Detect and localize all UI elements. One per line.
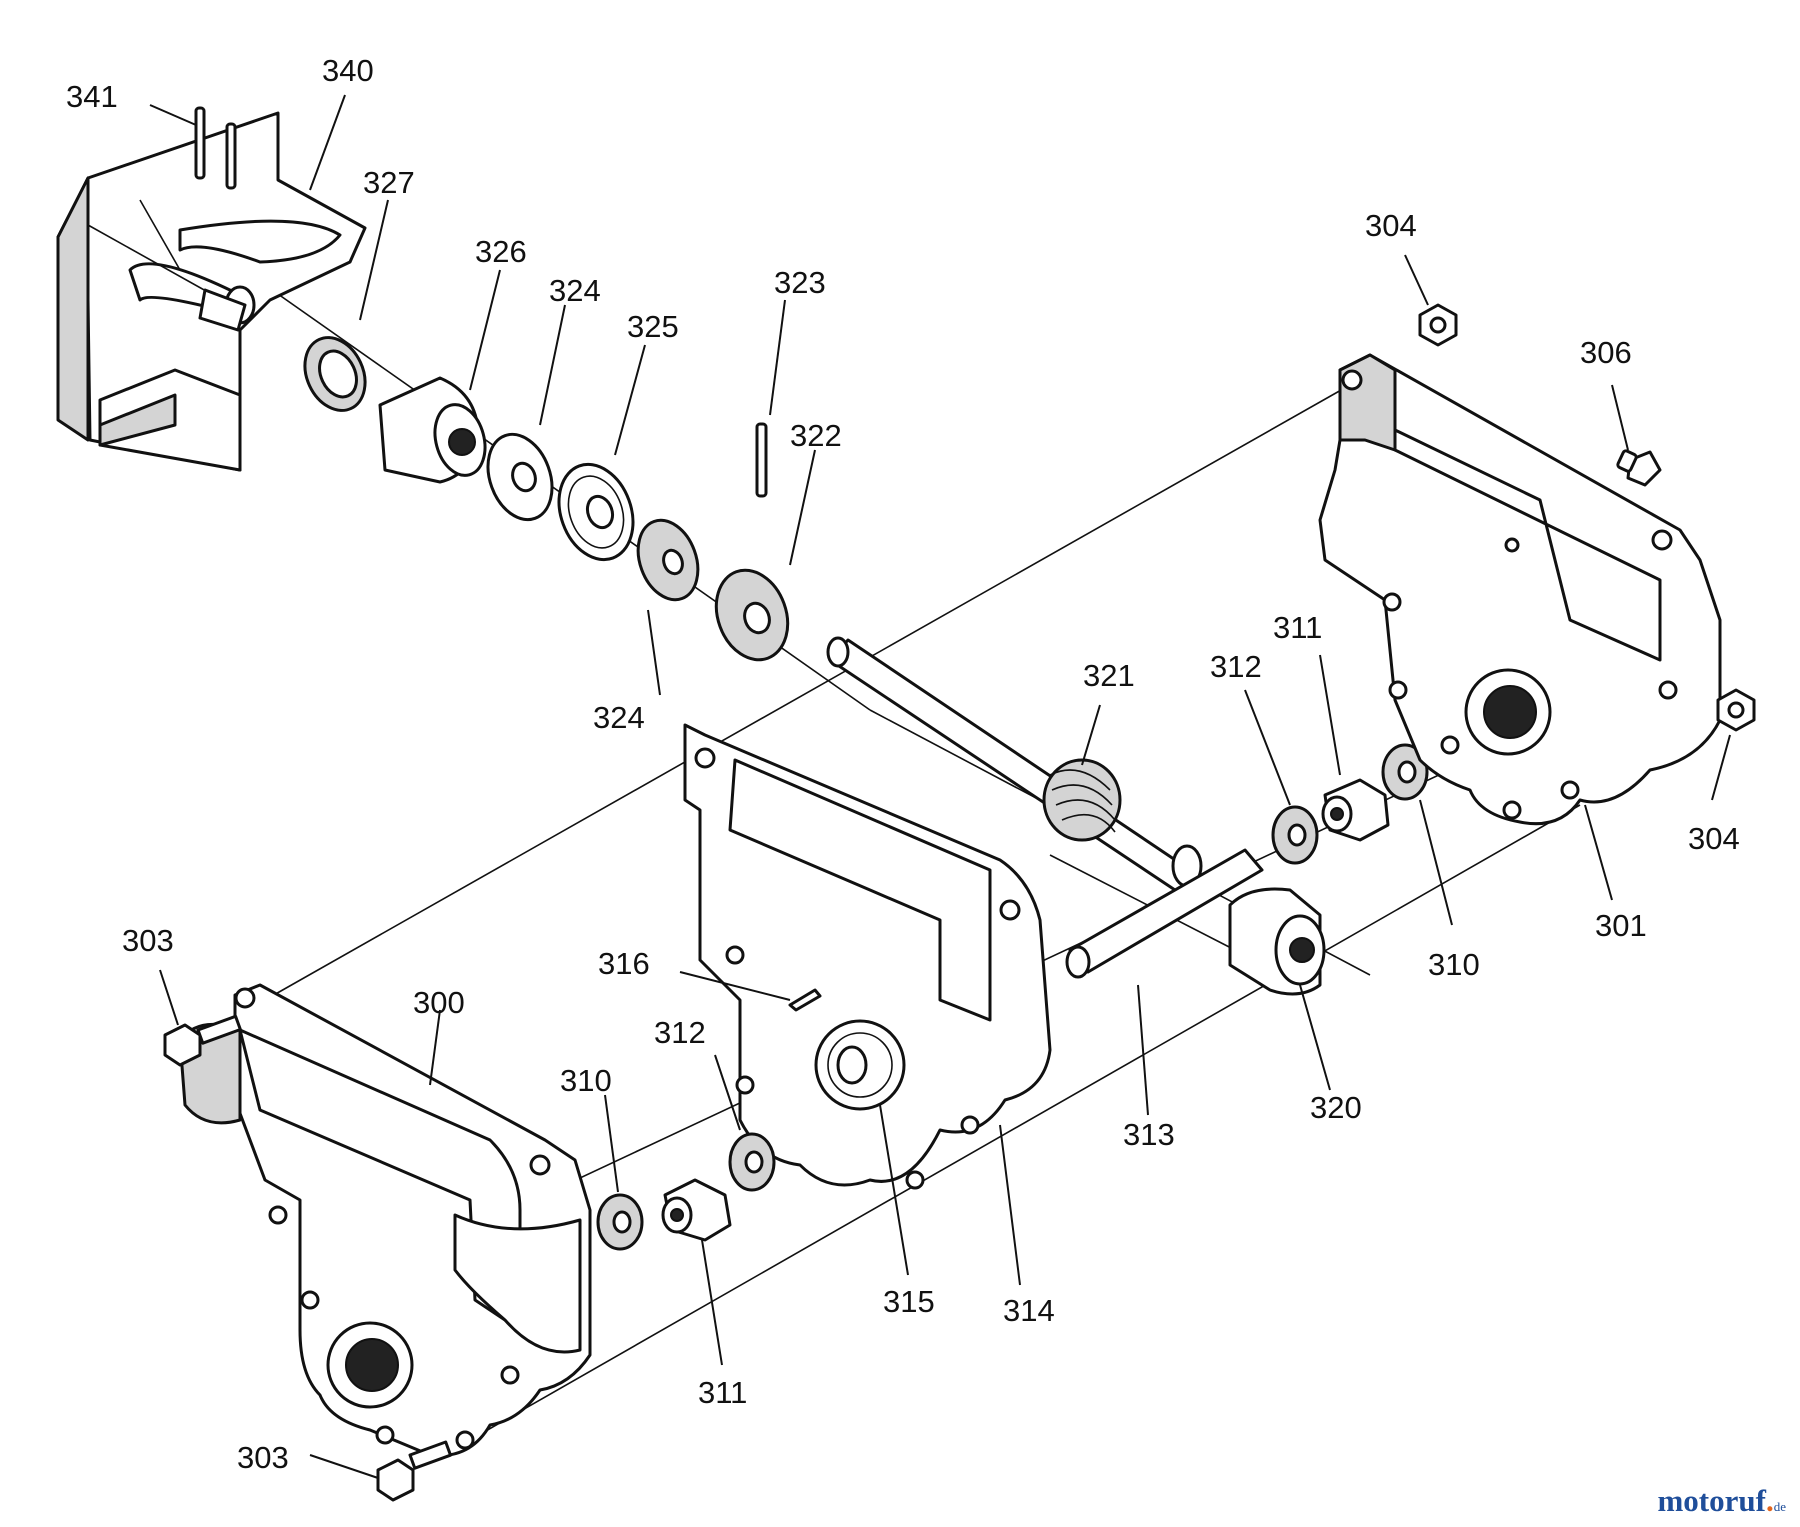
part-300-left-housing <box>178 983 592 1458</box>
callout-322: 322 <box>790 418 842 453</box>
callout-304-top: 304 <box>1365 208 1417 243</box>
callout-340: 340 <box>322 53 374 88</box>
part-323-pin <box>755 422 768 498</box>
part-303-bolt-bottom <box>376 1440 452 1502</box>
callout-300: 300 <box>413 985 465 1020</box>
callout-312-left: 312 <box>654 1015 706 1050</box>
callout-316: 316 <box>598 946 650 981</box>
part-301-right-housing <box>1318 353 1722 826</box>
part-326-bearing <box>378 376 487 484</box>
part-303-bolt-top <box>163 1014 242 1067</box>
part-316-key <box>788 988 822 1012</box>
part-322-collar <box>714 568 790 662</box>
part-321-worm-shaft <box>826 636 1207 902</box>
part-310-washer-right <box>1381 743 1429 801</box>
callout-314: 314 <box>1003 1293 1055 1328</box>
callout-324-upper: 324 <box>549 273 601 308</box>
part-311-bushing-left <box>661 1178 732 1242</box>
callout-325: 325 <box>627 309 679 344</box>
callout-327: 327 <box>363 165 415 200</box>
callout-321: 321 <box>1083 658 1135 693</box>
part-314-gasket <box>683 723 1052 1190</box>
shaft-313-axis <box>1049 854 1236 951</box>
part-340-housing-cover <box>56 111 367 472</box>
lower-bolt-line <box>469 804 1581 1441</box>
part-324-washer-lower <box>636 518 700 602</box>
callout-311-left: 311 <box>698 1375 747 1410</box>
callout-306: 306 <box>1580 335 1632 370</box>
part-327-seal <box>303 336 367 412</box>
part-304-nut-top <box>1418 303 1458 347</box>
part-315-spur-gear <box>814 1019 906 1111</box>
part-312-washer-right <box>1271 805 1319 865</box>
callout-303-top: 303 <box>122 923 174 958</box>
callout-301: 301 <box>1595 908 1647 943</box>
callout-323: 323 <box>774 265 826 300</box>
upper-bolt-line <box>264 384 1351 1001</box>
callout-310-right: 310 <box>1428 947 1480 982</box>
callout-320: 320 <box>1310 1090 1362 1125</box>
part-325-thrust-bearing <box>557 462 635 562</box>
part-320-bearing-block <box>1228 887 1326 996</box>
callout-311-right: 311 <box>1273 610 1322 645</box>
part-312-washer-left <box>728 1132 776 1192</box>
part-304-nut-right <box>1716 688 1756 732</box>
part-306-fitting <box>1616 449 1662 487</box>
callout-326: 326 <box>475 234 527 269</box>
callout-304-right: 304 <box>1688 821 1740 856</box>
part-311-bushing-right <box>1321 778 1390 842</box>
worm-gear-threads <box>1042 758 1122 842</box>
callout-341: 341 <box>66 79 118 114</box>
leader-lines <box>149 94 1731 1479</box>
callout-315: 315 <box>883 1284 935 1319</box>
brand-watermark: motoruf.de <box>1657 1483 1786 1519</box>
callout-310-left: 310 <box>560 1063 612 1098</box>
part-341-pins <box>194 106 237 190</box>
callout-312-right: 312 <box>1210 649 1262 684</box>
brand-main: motoruf <box>1657 1483 1766 1518</box>
callout-303-bottom: 303 <box>237 1440 289 1475</box>
brand-tld: de <box>1773 1499 1786 1514</box>
callout-324-lower: 324 <box>593 700 645 735</box>
callout-labels: 341 340 327 326 324 325 323 322 324 304 … <box>66 53 1740 1475</box>
callout-313: 313 <box>1123 1117 1175 1152</box>
part-313-shaft <box>1065 848 1264 979</box>
part-310-washer-left <box>596 1193 644 1251</box>
brand-dot: . <box>1765 1483 1774 1518</box>
part-324-washer-upper <box>486 432 554 522</box>
